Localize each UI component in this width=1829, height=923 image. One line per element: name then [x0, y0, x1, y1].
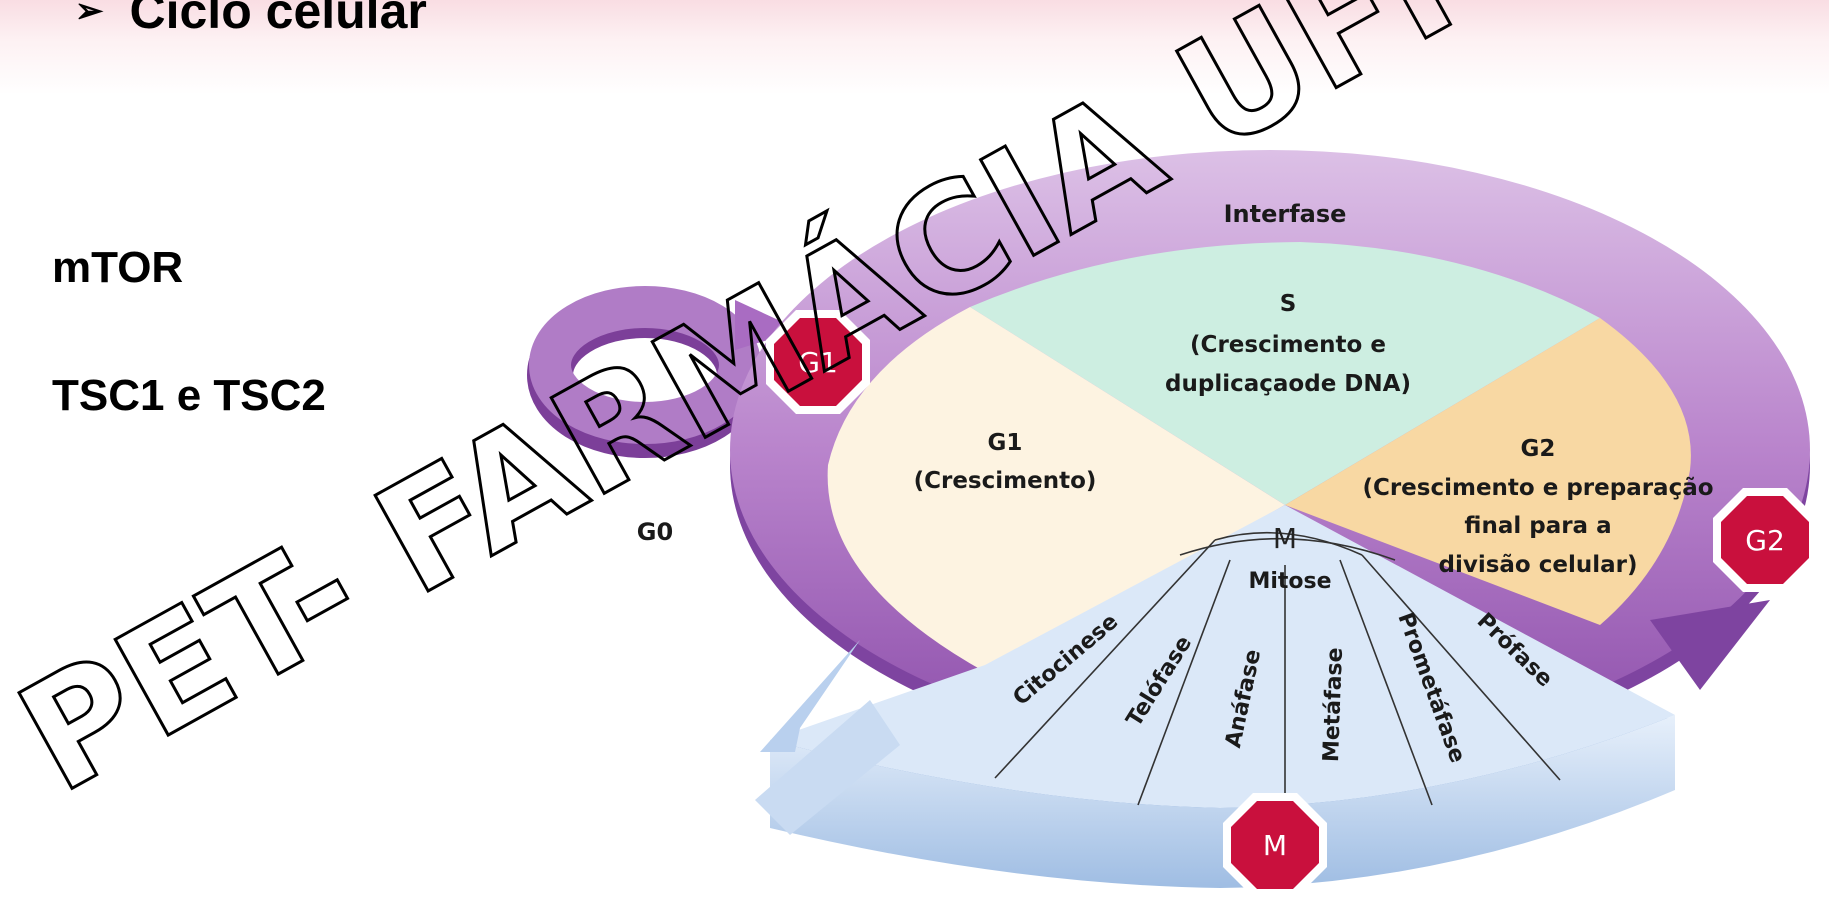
- checkpoint-m-label: M: [1263, 829, 1287, 862]
- label-s-name: S: [1280, 291, 1297, 317]
- label-g2-line2: final para a: [1464, 513, 1611, 539]
- stop-sign-icon: [774, 318, 862, 406]
- label-g2-line3: divisão celular): [1439, 552, 1638, 578]
- label-m-center: M: [1273, 522, 1297, 555]
- stop-sign-icon: [1721, 496, 1809, 584]
- label-g1-line1: (Crescimento): [914, 468, 1097, 494]
- sector-s: [970, 242, 1600, 505]
- stop-sign-icon: [1231, 801, 1319, 889]
- mitosis-arrow-left: [760, 640, 860, 752]
- checkpoint-m: M: [1223, 793, 1327, 897]
- mitosis-dividers: [994, 531, 1561, 808]
- label-g2-line1: (Crescimento e preparação: [1362, 475, 1713, 501]
- title-text: Ciclo celular: [129, 0, 427, 39]
- label-mtor: mTOR: [52, 243, 184, 292]
- mitosis-fan-edge: [770, 715, 1675, 888]
- label-g0: G0: [637, 518, 673, 546]
- ring-arrow-head: [1650, 600, 1770, 690]
- title-bullet: ➢: [75, 0, 104, 30]
- label-interfase: Interfase: [1224, 200, 1347, 228]
- sector-g1: [827, 307, 1285, 672]
- slide-title: ➢ Ciclo celular: [75, 0, 427, 40]
- checkpoint-g1-label: G1: [798, 346, 838, 379]
- checkpoint-g2: G2: [1713, 488, 1817, 592]
- checkpoint-g2-label: G2: [1745, 524, 1785, 557]
- label-s-line2: duplicaçaode DNA): [1165, 371, 1411, 397]
- label-mitose: Mitose: [1248, 569, 1331, 594]
- phase-labels: Interfase S (Crescimento e duplicaçaode …: [637, 200, 1714, 594]
- stage-metafase: Metáfase: [1319, 647, 1348, 762]
- label-tsc: TSC1 e TSC2: [52, 371, 326, 420]
- mitosis-fan-face: [770, 505, 1675, 808]
- g0-loop: [527, 286, 800, 458]
- sector-g2: [1285, 318, 1691, 625]
- checkpoint-g1: G1: [766, 310, 870, 414]
- label-s-line1: (Crescimento e: [1190, 332, 1386, 358]
- phase-sectors: [827, 242, 1691, 672]
- mitosis-fan: [755, 505, 1675, 888]
- label-g1-name: G1: [988, 430, 1023, 456]
- mitosis-arrow-tail: [755, 700, 900, 835]
- g0-arrow-head: [735, 300, 800, 350]
- label-g2-name: G2: [1521, 436, 1556, 462]
